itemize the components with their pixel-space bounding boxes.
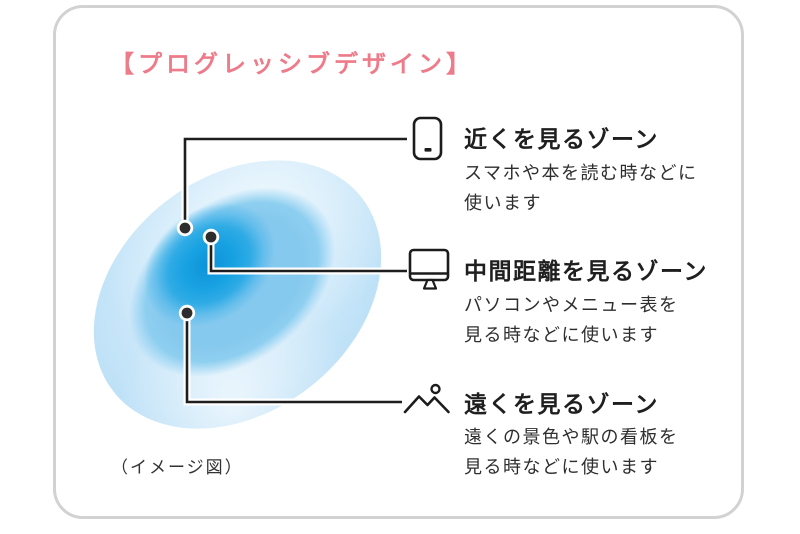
image-note-caption: （イメージ図） [111,458,244,477]
far-zone-description: 遠くの景色や駅の看板を 見る時などに使います [464,427,679,477]
far-zone-title: 遠くを見るゾーン [464,391,659,417]
middle-zone-title: 中間距離を見るゾーン [464,258,708,284]
near-zone-title: 近くを見るゾーン [464,126,659,152]
middle-zone-description: パソコンやメニュー表を 見る時などに使います [464,295,679,345]
near-zone-description: スマホや本を読む時などに 使います [464,163,698,213]
figure-title: 【プログレッシブデザイン】 [110,51,474,78]
